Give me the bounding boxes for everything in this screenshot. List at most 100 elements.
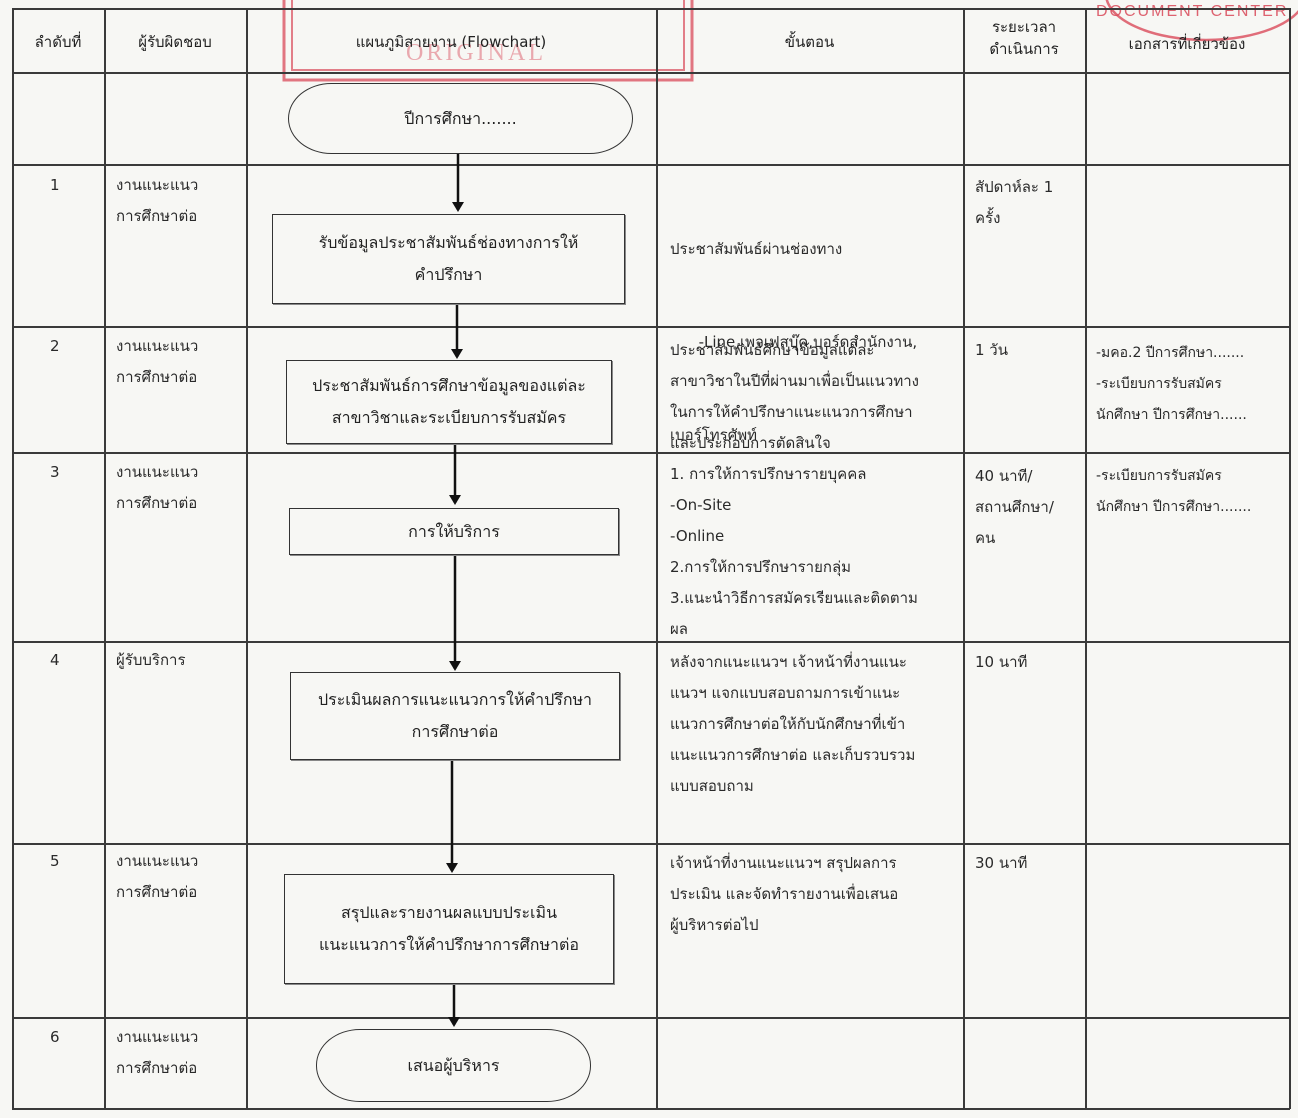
procedure-line: ในการให้คำปรึกษาแนะแนวการศึกษา (670, 403, 913, 421)
duration-cell: 30 นาที (975, 848, 1027, 879)
grid-line (104, 8, 106, 1109)
grid-line (12, 1017, 1290, 1019)
procedure-cell: 1. การให้การปรึกษารายบุคคล -On-Site -Onl… (670, 459, 918, 645)
seq-cell: 2 (50, 337, 60, 355)
grid-line (12, 72, 1290, 74)
procedure-line: แบบสอบถาม (670, 777, 754, 795)
duration-line: สัปดาห์ละ 1 (975, 178, 1054, 196)
duration-line: 10 นาที (975, 653, 1028, 671)
grid-line (12, 8, 14, 1109)
seq-cell: 6 (50, 1028, 60, 1046)
procedure-line: 2.การให้การปรึกษารายกลุ่ม (670, 558, 852, 576)
grid-line (12, 452, 1290, 454)
original-stamp: ORIGINAL (282, 0, 694, 82)
documents-line: -ระเบียบการรับสมัคร (1096, 376, 1222, 392)
grid-line (246, 8, 248, 1109)
procedure-line: 3.แนะนำวิธีการสมัครเรียนและติดตาม (670, 589, 918, 607)
grid-line (12, 641, 1290, 643)
procedure-line: แนะแนวการศึกษาต่อ และเก็บรวบรวม (670, 746, 916, 764)
procedure-line: แนวฯ แจกแบบสอบถามการเข้าแนะ (670, 684, 901, 702)
grid-line (12, 164, 1290, 166)
responsible-line: งานแนะแนว (116, 852, 199, 870)
procedure-line: -On-Site (670, 496, 732, 514)
duration-line: สถานศึกษา/ (975, 498, 1054, 516)
procedure-cell: เจ้าหน้าที่งานแนะแนวฯ สรุปผลการ ประเมิน … (670, 848, 898, 941)
flow-step-1: รับข้อมูลประชาสัมพันธ์ช่องทางการให้ คำปร… (272, 214, 625, 304)
responsible-cell: ผู้รับบริการ (116, 645, 186, 676)
grid-line (12, 843, 1290, 845)
header-duration-line2: ดำเนินการ (989, 40, 1059, 58)
flow-step-5-line: สรุปและรายงานผลแบบประเมิน (340, 903, 557, 922)
flow-step-2: ประชาสัมพันธ์การศึกษาข้อมูลของแต่ละ สาขา… (286, 360, 612, 444)
duration-line: คน (975, 529, 996, 547)
grid-line (656, 8, 658, 1109)
grid-line (12, 326, 1290, 328)
header-procedure: ขั้นตอน (784, 33, 835, 51)
documents-cell: -ระเบียบการรับสมัคร นักศึกษา ปีการศึกษา.… (1096, 461, 1251, 523)
header-duration-line1: ระยะเวลา (991, 18, 1057, 36)
flow-step-2-line: ประชาสัมพันธ์การศึกษาข้อมูลของแต่ละ (312, 376, 586, 395)
duration-line: 40 นาที/ (975, 467, 1033, 485)
flow-step-4-line: การศึกษาต่อ (411, 722, 499, 741)
flow-step-4: ประเมินผลการแนะแนวการให้คำปรึกษา การศึกษ… (290, 672, 620, 760)
flow-step-1-line: คำปรึกษา (414, 265, 483, 284)
header-duration: ระยะเวลา ดำเนินการ (963, 16, 1085, 60)
flow-start-text: ปีการศึกษา....... (404, 108, 517, 128)
seq-cell: 3 (50, 463, 60, 481)
grid-line (12, 8, 1290, 10)
documents-line: นักศึกษา ปีการศึกษา...... (1096, 407, 1247, 423)
procedure-line: -Line,เพจเฟสบุ๊ค,บอร์ดสำนักงาน, (670, 333, 918, 351)
responsible-cell: งานแนะแนว การศึกษาต่อ (116, 1022, 198, 1084)
flow-start-terminal: ปีการศึกษา....... (288, 83, 633, 154)
responsible-line: การศึกษาต่อ (116, 368, 198, 386)
flow-step-4-line: ประเมินผลการแนะแนวการให้คำปรึกษา (317, 690, 593, 709)
procedure-line: ประชาสัมพันธ์ศึกษาข้อมูลแต่ละ (670, 341, 875, 359)
documents-cell: -มคอ.2 ปีการศึกษา....... -ระเบียบการรับส… (1096, 338, 1247, 431)
document-center-stamp-text: DOCUMENT CENTER (1096, 3, 1288, 20)
procedure-cell: ประชาสัมพันธ์ผ่านช่องทาง -Line,เพจเฟสบุ๊… (670, 172, 917, 513)
flow-step-2-line: สาขาวิชาและระเบียบการรับสมัคร (331, 408, 567, 427)
document-center-stamp: DOCUMENT CENTER (1096, 0, 1298, 42)
responsible-line: การศึกษาต่อ (116, 207, 198, 225)
seq-cell: 1 (50, 176, 60, 194)
seq-cell: 5 (50, 852, 60, 870)
responsible-line: งานแนะแนว (116, 176, 199, 194)
flow-end-terminal: เสนอผู้บริหาร (316, 1029, 591, 1102)
original-stamp-text: ORIGINAL (406, 40, 546, 66)
documents-line: -มคอ.2 ปีการศึกษา....... (1096, 345, 1245, 361)
procedure-cell: หลังจากแนะแนวฯ เจ้าหน้าที่งานแนะ แนวฯ แจ… (670, 647, 915, 802)
responsible-line: ผู้รับบริการ (116, 651, 186, 669)
header-seq: ลำดับที่ (34, 33, 82, 51)
flow-end-text: เสนอผู้บริหาร (407, 1055, 500, 1075)
seq-cell: 4 (50, 651, 60, 669)
header-responsible: ผู้รับผิดชอบ (138, 33, 212, 51)
procedure-line: ผล (670, 620, 688, 638)
duration-line: 30 นาที (975, 854, 1028, 872)
procedure-line: และประกอบการตัดสินใจ (670, 434, 831, 452)
responsible-line: งานแนะแนว (116, 1028, 199, 1046)
duration-line: 1 วัน (975, 341, 1008, 359)
responsible-cell: งานแนะแนว การศึกษาต่อ (116, 331, 198, 393)
procedure-cell: ประชาสัมพันธ์ศึกษาข้อมูลแต่ละ สาขาวิชาใน… (670, 335, 919, 459)
responsible-line: การศึกษาต่อ (116, 1059, 198, 1077)
flow-step-3: การให้บริการ (289, 508, 619, 555)
duration-cell: 1 วัน (975, 335, 1008, 366)
procedure-line: ประชาสัมพันธ์ผ่านช่องทาง (670, 240, 843, 258)
responsible-line: งานแนะแนว (116, 337, 199, 355)
documents-line: นักศึกษา ปีการศึกษา....... (1096, 499, 1252, 515)
duration-cell: 10 นาที (975, 647, 1027, 678)
header-documents: เอกสารที่เกี่ยวข้อง (1128, 35, 1246, 53)
procedure-line: หลังจากแนะแนวฯ เจ้าหน้าที่งานแนะ (670, 653, 907, 671)
header-flowchart: แผนภูมิสายงาน (Flowchart) (355, 33, 547, 51)
grid-line (1289, 8, 1291, 1109)
flow-step-3-line: การให้บริการ (408, 521, 500, 541)
procedure-line: ประเมิน และจัดทำรายงานเพื่อเสนอ (670, 885, 899, 903)
grid-line (963, 8, 965, 1109)
procedure-line: เบอร์โทรศัพท์ (670, 426, 758, 444)
responsible-cell: งานแนะแนว การศึกษาต่อ (116, 457, 198, 519)
procedure-line: 1. การให้การปรึกษารายบุคคล (670, 465, 867, 483)
documents-line: -ระเบียบการรับสมัคร (1096, 468, 1222, 484)
responsible-cell: งานแนะแนว การศึกษาต่อ (116, 846, 198, 908)
responsible-cell: งานแนะแนว การศึกษาต่อ (116, 170, 198, 232)
